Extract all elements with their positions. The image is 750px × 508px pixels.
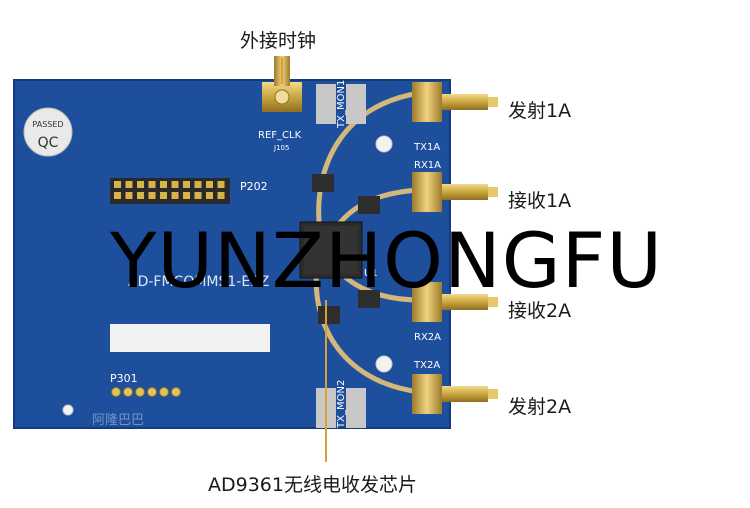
qc-sticker: PASSED QC bbox=[23, 107, 73, 157]
board-name: AD-FMCOMMS1-EBZ bbox=[128, 274, 269, 290]
callout-leaders bbox=[281, 58, 327, 462]
header-pin bbox=[183, 181, 190, 188]
mounting-holes bbox=[62, 135, 393, 416]
tx-mon2-label: TX_MON2 bbox=[336, 380, 347, 429]
tx-mon2-connector: TX_MON2 bbox=[316, 380, 366, 429]
header-pin bbox=[125, 181, 133, 188]
header-pin bbox=[148, 181, 156, 188]
header-pin bbox=[171, 192, 179, 199]
header-p301-pins bbox=[111, 387, 181, 397]
header-pin bbox=[111, 387, 121, 397]
header-pin bbox=[217, 192, 225, 199]
u1-label: U1 bbox=[364, 268, 378, 279]
sma-connector-ref-clk: REF_CLK J105 bbox=[258, 56, 302, 152]
sma-connector-rx2a: RX2A bbox=[412, 282, 498, 343]
header-pin bbox=[160, 181, 167, 188]
header-pin bbox=[148, 192, 156, 199]
tx1a-label: TX1A bbox=[413, 142, 440, 153]
sma-connector-rx1a: RX1A bbox=[412, 160, 498, 212]
callout-rx1a: 接收1A bbox=[508, 190, 572, 212]
callout-tx1a: 发射1A bbox=[508, 100, 572, 122]
header-pin bbox=[137, 192, 144, 199]
tx-mon1-label: TX_MON1 bbox=[336, 80, 347, 129]
header-pin bbox=[171, 181, 179, 188]
header-pin bbox=[159, 387, 169, 397]
header-pin bbox=[114, 181, 121, 188]
header-pin bbox=[137, 181, 144, 188]
header-p202-pins bbox=[114, 181, 225, 199]
callout-chip: AD9361无线电收发芯片 bbox=[208, 474, 417, 496]
header-pin bbox=[194, 181, 202, 188]
shop-watermark: 阿隆巴巴 bbox=[92, 413, 144, 428]
header-pin bbox=[123, 387, 133, 397]
pcb bbox=[13, 79, 451, 429]
callout-rx2a: 接收2A bbox=[508, 300, 572, 322]
header-pin bbox=[183, 192, 190, 199]
header-pin bbox=[194, 192, 202, 199]
label-strip bbox=[110, 324, 270, 352]
p301-label: P301 bbox=[110, 372, 138, 385]
header-pin bbox=[160, 192, 167, 199]
rx2a-label: RX2A bbox=[414, 332, 441, 343]
callout-tx2a: 发射2A bbox=[508, 396, 572, 418]
header-pin bbox=[147, 387, 157, 397]
header-pin bbox=[135, 387, 145, 397]
j105-label: J105 bbox=[273, 144, 289, 152]
header-pin bbox=[217, 181, 225, 188]
passed-label: PASSED bbox=[32, 120, 63, 129]
header-pin bbox=[206, 192, 213, 199]
p202-label: P202 bbox=[240, 180, 268, 193]
qc-label: QC bbox=[38, 135, 59, 151]
header-pin bbox=[125, 192, 133, 199]
sma-connector-tx1a: TX1A bbox=[412, 82, 498, 153]
header-pin bbox=[171, 387, 181, 397]
watermark-text: YUNZHONGFU bbox=[110, 216, 664, 305]
ref-clk-label: REF_CLK bbox=[258, 130, 302, 141]
tx2a-label: TX2A bbox=[413, 360, 440, 371]
rf-components bbox=[312, 174, 380, 324]
header-pin bbox=[114, 192, 121, 199]
header-pin bbox=[206, 181, 213, 188]
sma-connector-tx2a: TX2A bbox=[412, 360, 498, 414]
callout-ref-clock: 外接时钟 bbox=[240, 30, 317, 52]
ad9361-chip: U1 bbox=[299, 221, 378, 279]
tx-mon1-connector: TX_MON1 bbox=[316, 80, 366, 129]
rx1a-label: RX1A bbox=[414, 160, 441, 171]
